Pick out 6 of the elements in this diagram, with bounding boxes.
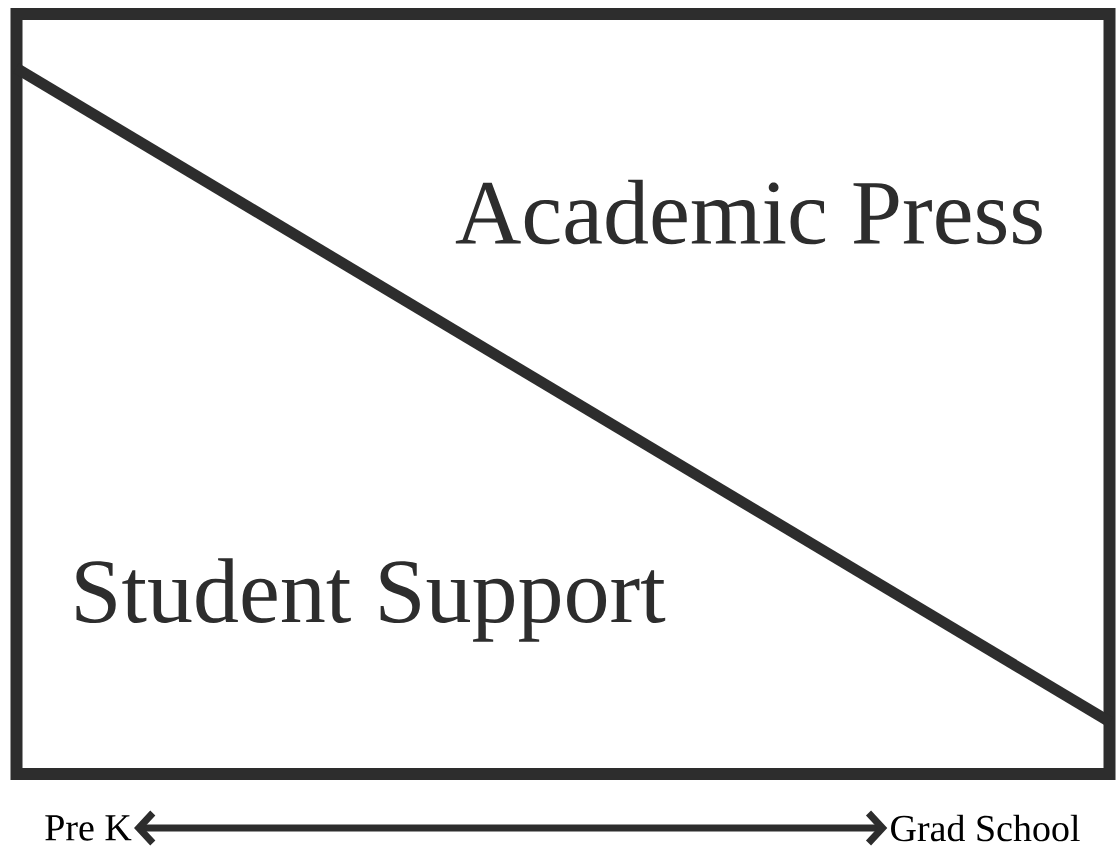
chart-frame xyxy=(10,8,1116,780)
region-label: Academic Press xyxy=(455,179,1042,245)
axis-end-label: Grad School xyxy=(891,814,1080,842)
axis-end-label: Pre K xyxy=(45,815,132,841)
double-arrow xyxy=(134,810,888,846)
region-label: Student Support xyxy=(76,558,666,642)
